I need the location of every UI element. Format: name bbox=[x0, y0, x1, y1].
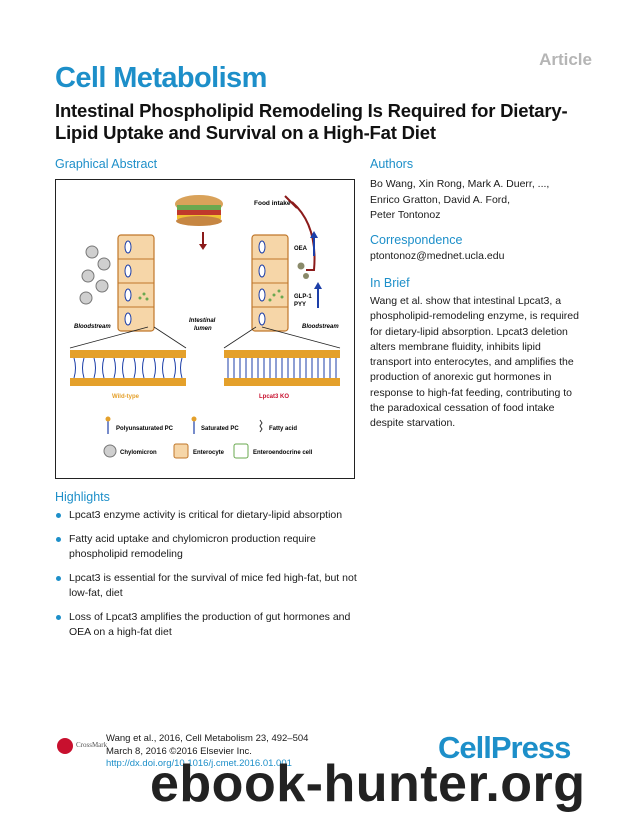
zoom-line bbox=[69, 326, 149, 349]
inhibition-bar bbox=[284, 195, 298, 209]
legend-enteroendocrine: Enteroendocrine cell bbox=[253, 450, 313, 456]
crossmark-icon[interactable] bbox=[57, 738, 73, 754]
citation-line: March 8, 2016 ©2016 Elsevier Inc. bbox=[106, 745, 252, 757]
bloodstream-left-label: Bloodstream bbox=[74, 324, 111, 330]
authors-list: Bo Wang, Xin Rong, Mark A. Duerr, ..., E… bbox=[370, 177, 600, 224]
in-brief-text: Wang et al. show that intestinal Lpcat3,… bbox=[370, 295, 579, 430]
legend-saturated: Saturated PC bbox=[201, 426, 239, 432]
highlight-item: Loss of Lpcat3 amplifies the production … bbox=[55, 610, 365, 640]
graphical-abstract-figure: Food intake Bloodstream Intestinal lumen bbox=[55, 179, 355, 479]
wild-type-membrane bbox=[70, 350, 186, 386]
correspondence-heading: Correspondence bbox=[370, 233, 463, 247]
highlight-item: Lpcat3 enzyme activity is critical for d… bbox=[55, 508, 365, 523]
citation-line: Wang et al., 2016, Cell Metabolism 23, 4… bbox=[106, 733, 309, 744]
particle bbox=[297, 262, 305, 270]
ko-villus bbox=[251, 234, 289, 332]
oea-up-arrow-head bbox=[310, 231, 318, 238]
food-intake-label: Food intake bbox=[254, 200, 291, 207]
particle bbox=[303, 273, 309, 279]
author-line: Enrico Gratton, David A. Ford, bbox=[370, 193, 511, 206]
author-line: Peter Tontonoz bbox=[370, 209, 441, 221]
doi-link[interactable]: http://dx.doi.org/10.1016/j.cmet.2016.01… bbox=[106, 758, 292, 769]
glp1-label: GLP-1 bbox=[294, 294, 312, 300]
citation-block: Wang et al., 2016, Cell Metabolism 23, 4… bbox=[106, 733, 308, 771]
journal-name: Cell Metabolism bbox=[55, 62, 267, 94]
chylomicron-icon bbox=[103, 444, 117, 458]
highlight-item: Lpcat3 is essential for the survival of … bbox=[55, 571, 365, 601]
ko-label: Lpcat3 KO bbox=[259, 394, 289, 400]
crossmark-label: CrossMark bbox=[76, 741, 108, 749]
down-arrow-head bbox=[199, 244, 207, 250]
highlight-item: Fatty acid uptake and chylomicron produc… bbox=[55, 532, 365, 562]
in-brief-heading: In Brief bbox=[370, 276, 410, 290]
wild-type-villus bbox=[117, 234, 155, 332]
zoom-line bbox=[261, 326, 341, 349]
author-line: Bo Wang, Xin Rong, Mark A. Duerr, ..., bbox=[370, 178, 550, 190]
article-type-label: Article bbox=[539, 50, 592, 69]
fatty-acid-icon bbox=[259, 419, 263, 433]
glp1-up-arrow-head bbox=[314, 282, 322, 289]
ko-membrane bbox=[224, 350, 340, 386]
graphical-abstract-heading: Graphical Abstract bbox=[55, 157, 158, 171]
highlights-list: Lpcat3 enzyme activity is critical for d… bbox=[55, 508, 365, 649]
graphical-abstract-svg: Food intake Bloodstream Intestinal lumen bbox=[69, 195, 341, 459]
lumen-label-2: lumen bbox=[194, 326, 212, 332]
pc-head-icon bbox=[105, 416, 111, 422]
legend-enterocyte: Enterocyte bbox=[193, 450, 225, 456]
enteroendocrine-icon bbox=[233, 443, 249, 459]
sandwich-icon bbox=[175, 195, 223, 226]
highlights-heading: Highlights bbox=[55, 490, 110, 504]
pyy-label: PYY bbox=[294, 302, 306, 308]
authors-heading: Authors bbox=[370, 157, 414, 171]
paper-title: Intestinal Phospholipid Remodeling Is Re… bbox=[55, 100, 568, 143]
legend-chylomicron: Chylomicron bbox=[120, 450, 157, 456]
watermark-text: ebook-hunter.org bbox=[150, 755, 586, 813]
legend-polyunsaturated: Polyunsaturated PC bbox=[116, 426, 174, 432]
correspondence-email[interactable]: ptontonoz@mednet.ucla.edu bbox=[370, 250, 505, 262]
legend-fatty-acid: Fatty acid bbox=[269, 426, 297, 432]
zoom-line bbox=[223, 326, 257, 349]
bloodstream-right-label: Bloodstream bbox=[302, 324, 339, 330]
pc-head-icon bbox=[191, 416, 197, 422]
wild-type-label: Wild-type bbox=[112, 394, 140, 400]
oea-label: OEA bbox=[294, 246, 308, 252]
lumen-label-1: Intestinal bbox=[189, 318, 216, 324]
enterocyte-icon bbox=[173, 443, 189, 459]
zoom-line bbox=[153, 326, 187, 349]
cellpress-logo: CellPress bbox=[438, 730, 571, 765]
chylomicron-cluster bbox=[79, 245, 111, 305]
